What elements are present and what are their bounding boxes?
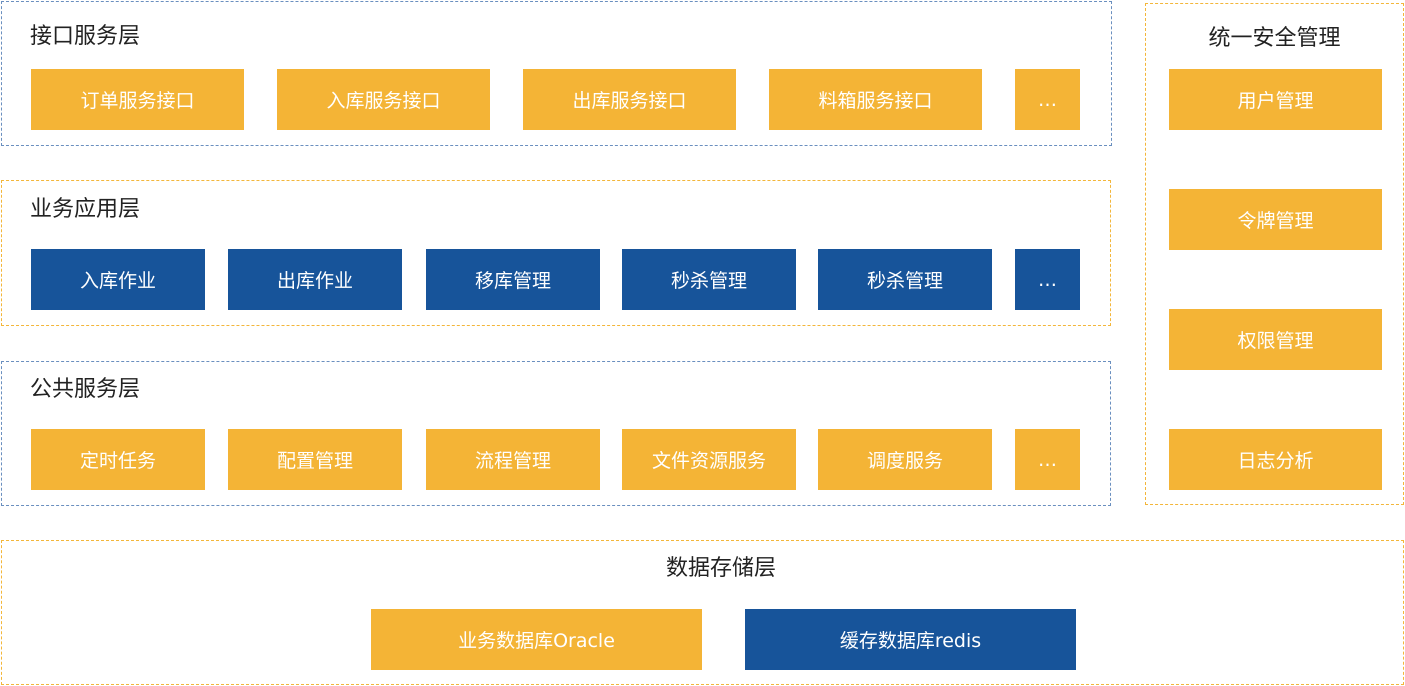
business-item-flashsale-1: 秒杀管理 [622, 249, 796, 310]
common-item-scheduled-task: 定时任务 [31, 429, 205, 490]
common-layer-title: 公共服务层 [30, 377, 141, 402]
business-layer-title: 业务应用层 [30, 197, 141, 222]
interface-item-bin: 料箱服务接口 [769, 69, 982, 130]
storage-item-redis: 缓存数据库redis [745, 609, 1076, 670]
common-item-more: … [1015, 429, 1080, 490]
security-item-permission: 权限管理 [1169, 309, 1382, 370]
business-item-more: … [1015, 249, 1080, 310]
storage-layer [1, 540, 1404, 685]
interface-layer [1, 1, 1112, 146]
common-item-file-resource: 文件资源服务 [622, 429, 796, 490]
security-panel-title: 统一安全管理 [1208, 26, 1341, 51]
interface-item-outbound: 出库服务接口 [523, 69, 736, 130]
security-panel [1145, 3, 1404, 505]
business-layer [1, 180, 1111, 326]
business-item-inbound: 入库作业 [31, 249, 205, 310]
business-item-transfer: 移库管理 [426, 249, 600, 310]
business-item-flashsale-2: 秒杀管理 [818, 249, 992, 310]
storage-layer-title: 数据存储层 [665, 556, 776, 581]
common-item-workflow: 流程管理 [426, 429, 600, 490]
business-item-outbound: 出库作业 [228, 249, 402, 310]
interface-item-order: 订单服务接口 [31, 69, 244, 130]
common-layer [1, 361, 1111, 506]
interface-item-more: … [1015, 69, 1080, 130]
interface-layer-title: 接口服务层 [30, 24, 141, 49]
security-item-user: 用户管理 [1169, 69, 1382, 130]
common-item-dispatch: 调度服务 [818, 429, 992, 490]
storage-item-oracle: 业务数据库Oracle [371, 609, 702, 670]
interface-item-inbound: 入库服务接口 [277, 69, 490, 130]
security-item-log: 日志分析 [1169, 429, 1382, 490]
common-item-config: 配置管理 [228, 429, 402, 490]
security-item-token: 令牌管理 [1169, 189, 1382, 250]
